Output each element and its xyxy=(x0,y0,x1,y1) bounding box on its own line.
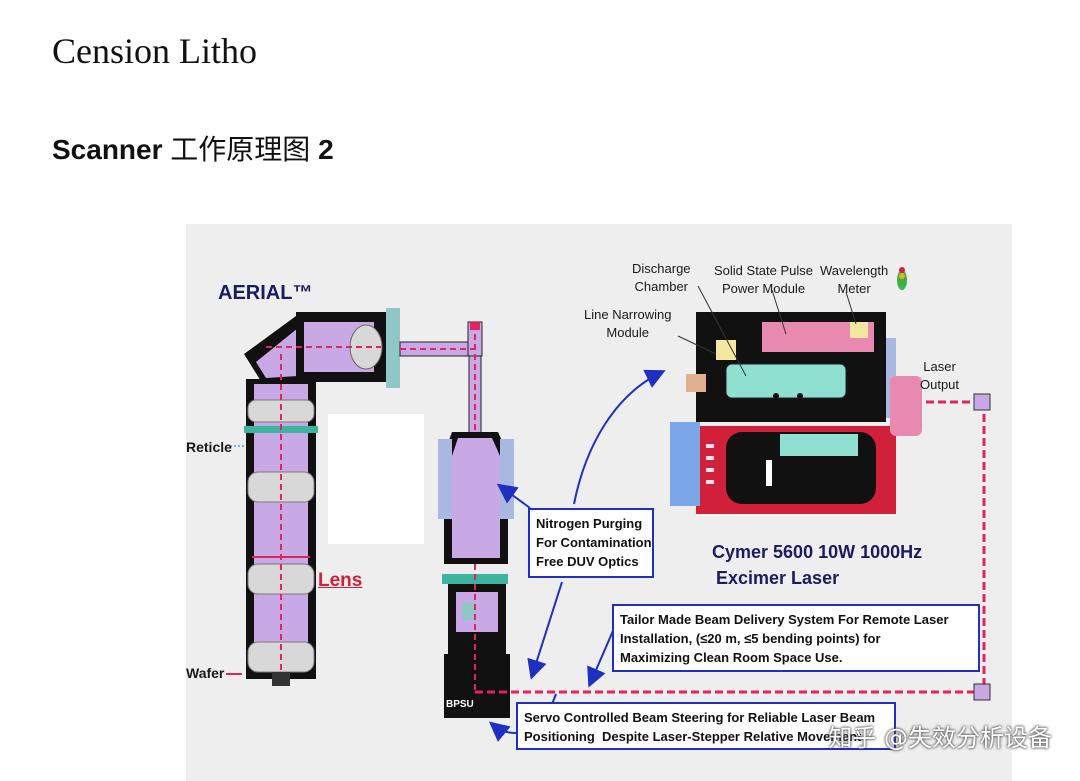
discharge-chamber-label: Discharge Chamber xyxy=(632,261,691,294)
nitrogen-purging-box: Nitrogen Purging For Contamination Free … xyxy=(528,508,654,578)
servo-steering-box: Servo Controlled Beam Steering for Relia… xyxy=(516,702,896,750)
watermark: 知乎 @失效分析设备 xyxy=(828,724,1052,752)
aerial-label: AERIAL™ xyxy=(218,282,313,304)
beam-delivery-box: Tailor Made Beam Delivery System For Rem… xyxy=(612,604,980,672)
excimer-laser xyxy=(670,267,922,514)
bpsu-label: BPSU xyxy=(446,699,474,710)
aerial-column xyxy=(226,308,400,686)
wavelength-meter-label: Wavelength Meter xyxy=(820,263,889,296)
page-title: Cension Litho xyxy=(52,31,257,71)
solid-state-label: Solid State Pulse Power Module xyxy=(714,263,814,296)
lens-label: Lens xyxy=(318,570,363,591)
page-subtitle: Scanner 工作原理图 2 xyxy=(52,133,334,166)
wafer-label: Wafer xyxy=(186,665,225,681)
diagram-graphics xyxy=(226,267,991,742)
cymer-model-label: Cymer 5600 10W 1000Hz xyxy=(712,542,923,562)
laser-output-label: Laser Output xyxy=(920,359,960,392)
line-narrowing-label: Line Narrowing Module xyxy=(584,307,672,340)
excimer-laser-label: Excimer Laser xyxy=(716,568,840,588)
reticle-label: Reticle xyxy=(186,439,232,455)
subtitle-chinese: 工作原理图 xyxy=(170,133,311,166)
beam-path xyxy=(399,321,991,718)
scanner-diagram: AERIAL™ Reticle Lens Wafer BPSU Discharg… xyxy=(186,224,1012,781)
pointer-lines xyxy=(677,285,857,377)
